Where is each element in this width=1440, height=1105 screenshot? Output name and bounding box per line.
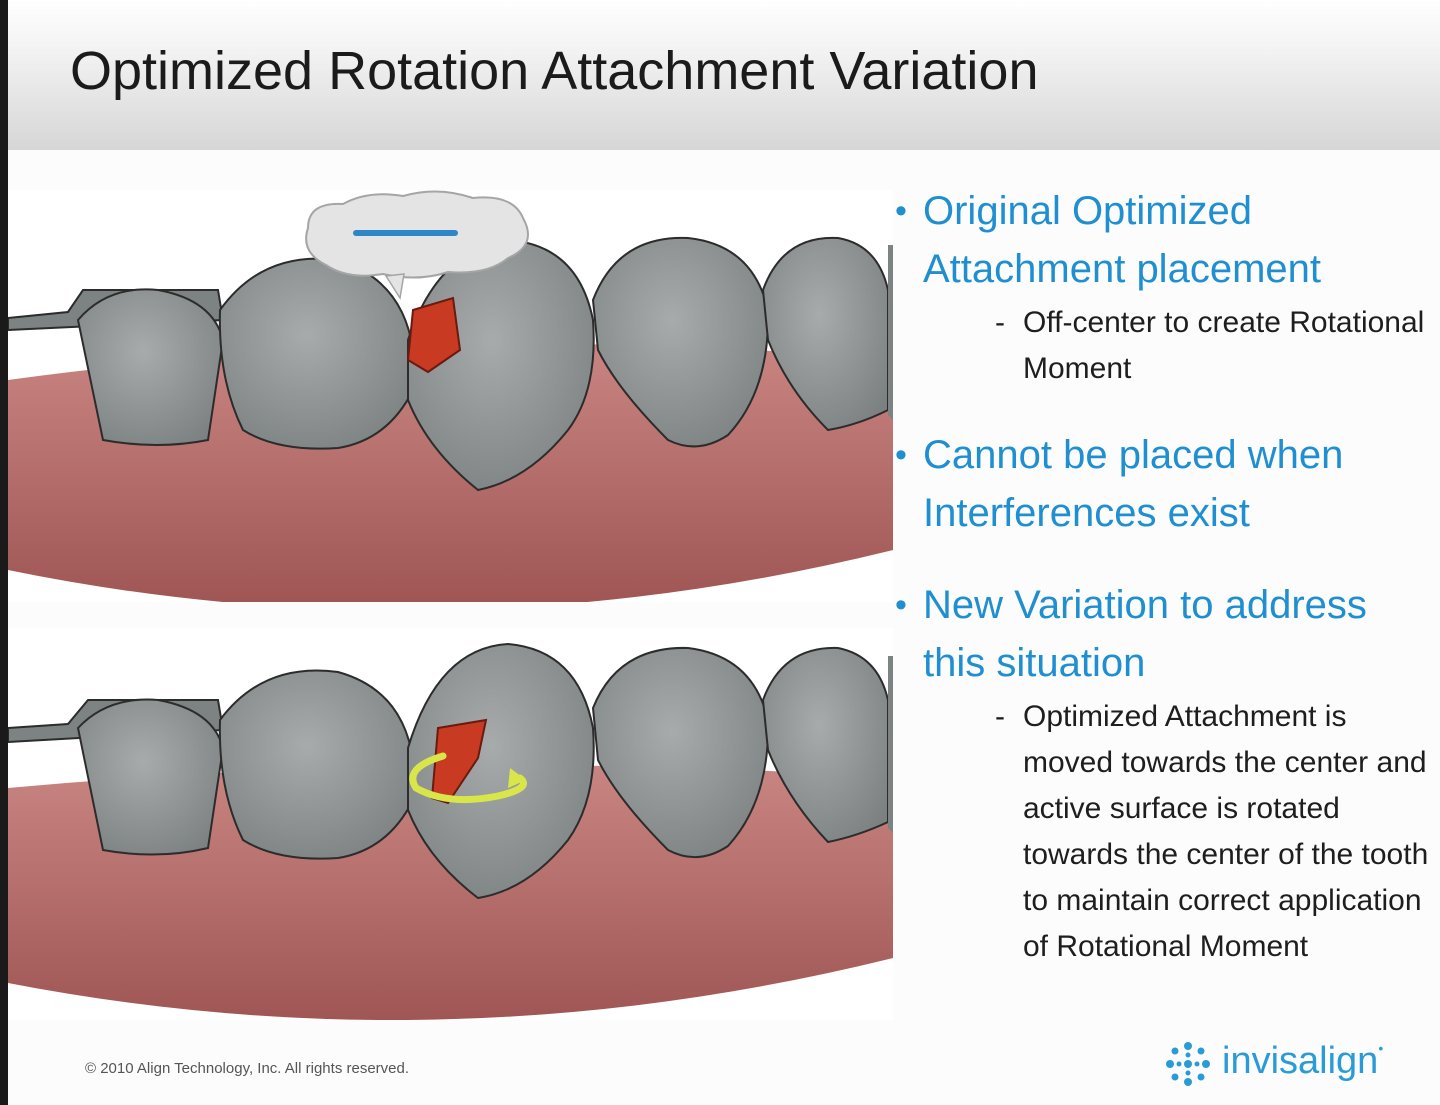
bullet-list: Original Optimized Attachment placement … <box>895 182 1435 970</box>
teeth-illustration-rotation <box>8 628 893 1020</box>
sub-bullet: -Off-center to create Rotational Moment <box>995 306 1425 385</box>
sub-bullet-text: Optimized Attachment is moved towards th… <box>1023 700 1429 963</box>
left-border <box>0 0 8 1105</box>
interference-label-mark <box>353 230 458 236</box>
sub-bullet-text: Off-center to create Rotational Moment <box>1023 306 1425 385</box>
bullet-interferences: Cannot be placed when Interferences exis… <box>895 426 1435 542</box>
bullet-original-placement: Original Optimized Attachment placement … <box>895 182 1435 392</box>
sub-bullet: -Optimized Attachment is moved towards t… <box>995 700 1429 963</box>
slide-title: Optimized Rotation Attachment Variation <box>70 41 1039 101</box>
title-bar <box>8 0 1440 150</box>
bullet-text: Cannot be placed when Interferences exis… <box>923 433 1344 535</box>
attachment-rotated <box>430 718 488 805</box>
bullet-text: Original Optimized Attachment placement <box>923 189 1321 291</box>
bullet-new-variation: New Variation to address this situation … <box>895 576 1435 970</box>
logo-text: invisalign <box>1222 1040 1379 1082</box>
copyright-footer: © 2010 Align Technology, Inc. All rights… <box>85 1060 410 1077</box>
invisalign-star-icon <box>1166 1042 1210 1086</box>
bullet-text: New Variation to address this situation <box>923 583 1367 685</box>
teeth-illustration-interference <box>8 190 893 602</box>
invisalign-logo: invisalign• <box>1160 1036 1400 1092</box>
